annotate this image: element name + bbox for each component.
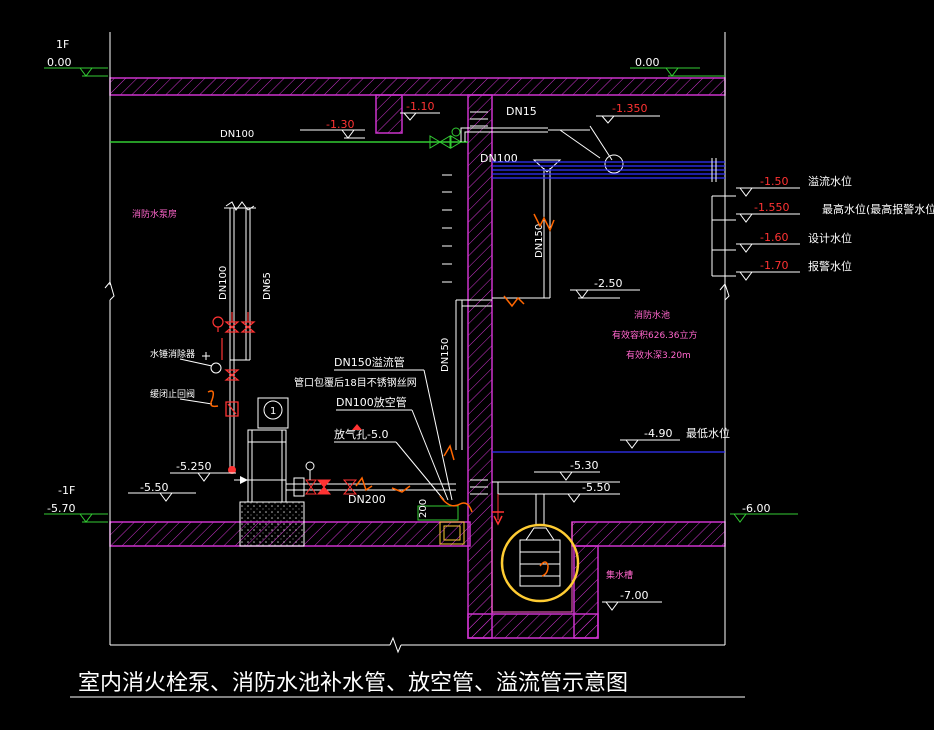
dn150-vertical-label: DN150 <box>534 224 545 258</box>
inlet-check-valve <box>450 135 462 149</box>
sump-bottom-slab <box>467 613 599 639</box>
elev-beam-bottom: -1.10 <box>406 100 434 113</box>
label-min-level: 最低水位 <box>686 426 730 440</box>
pump-outlet-joint <box>228 466 236 474</box>
sump-highlight-ring <box>500 523 580 603</box>
elev-alarm-level: -1.70 <box>760 259 788 272</box>
pump-number: 1 <box>270 406 276 417</box>
collection-sump: -5.30 -5.50 集水槽 -7.00 <box>491 459 662 613</box>
water-ripple-ticks <box>711 158 717 182</box>
overflow-drain-notes: DN150溢流管 管口包覆后18目不锈钢丝网 DN100放空管 放气孔-5.0 <box>294 355 453 501</box>
float-ball-icon <box>604 154 624 174</box>
water-hammer-label: 水锤消除器 <box>150 348 195 360</box>
check-valve-icon <box>225 401 239 417</box>
elev-tank-inlet-bottom: -2.50 <box>594 277 622 290</box>
water-hammer-icon <box>210 362 222 374</box>
submersible-pump-icon <box>519 527 561 587</box>
inlet-pipe-group: DN100 -1.30 -1.10 <box>110 100 468 149</box>
floor-1f-elev: 0.00 <box>47 56 72 69</box>
elev-sump-top: -5.30 <box>570 459 598 472</box>
frame-lines <box>70 32 745 698</box>
dn100-riser-label: DN100 <box>218 266 229 300</box>
mesh-note: 管口包覆后18目不锈钢丝网 <box>294 376 417 389</box>
elev-top-right: 0.00 <box>635 56 660 69</box>
elev-overflow-level: -1.50 <box>760 175 788 188</box>
sump-red-valve <box>492 511 504 526</box>
wall-anchor-ticks <box>442 174 452 283</box>
elev-design-level: -1.60 <box>760 231 788 244</box>
elev-float-valve: -1.350 <box>612 102 647 115</box>
tank-inlet-bottom-mark: -2.50 <box>570 277 640 299</box>
dn100-main-label: DN100 <box>220 129 254 140</box>
orange-pipe-marks <box>503 213 555 308</box>
elev-min-level: -4.90 <box>644 427 672 440</box>
pump-level-marks: -5.250 -5.50 <box>128 460 236 502</box>
floor-b1-label: -1F <box>58 484 75 497</box>
pressure-gauge-icon <box>212 316 224 328</box>
collection-sump-label: 集水槽 <box>606 569 633 581</box>
tank-volume: 有效容积626.36立方 <box>612 329 698 341</box>
float-valve-elev-mark: -1.350 <box>596 102 660 124</box>
dn200-label: DN200 <box>348 493 386 506</box>
elev-max-level: -1.550 <box>754 201 789 214</box>
check-valve-label: 缓闭止回阀 <box>150 388 195 400</box>
inlet-gate-valve <box>429 135 441 149</box>
label-alarm-level: 报警水位 <box>808 259 852 273</box>
wall-ties <box>470 111 488 495</box>
floor-1f-label: 1F <box>56 38 69 51</box>
elev-pump-base: -5.50 <box>140 481 168 494</box>
tank-pipes <box>455 125 624 450</box>
dn100-tank-inlet-label: DN100 <box>480 152 518 165</box>
elev-floor-right: -6.00 <box>742 502 770 515</box>
riser-valves <box>212 312 256 381</box>
vent-hole-note: 放气孔-5.0 <box>334 427 388 441</box>
label-max-level: 最高水位(最高报警水位) <box>822 202 934 216</box>
water-surface-lines <box>492 161 725 453</box>
dn150-left-label: DN150 <box>440 338 451 372</box>
gap-200-label: 200 <box>418 499 429 518</box>
pump-number-marker <box>263 400 283 420</box>
pump-risers <box>224 201 256 470</box>
pump-room-label: 消防水泵房 <box>132 208 177 220</box>
top-slab <box>109 77 726 96</box>
floor-b1-elev: -5.70 <box>47 502 75 515</box>
elev-pipe-inlet: -1.30 <box>326 118 354 131</box>
min-level-mark: -4.90 最低水位 <box>620 426 730 449</box>
elev-floor-inside-tank: -5.50 <box>582 481 610 494</box>
elev-sump-bottom: -7.00 <box>620 589 648 602</box>
pump-concrete-base <box>239 501 305 547</box>
overflow-pipe-note: DN150溢流管 <box>334 355 405 369</box>
slab-beam <box>375 94 403 134</box>
tank-depth: 有效水深3.20m <box>626 349 691 361</box>
dn15-label: DN15 <box>506 105 537 118</box>
water-hammer-arrestor-group: 水锤消除器 缓闭止回阀 <box>150 348 239 417</box>
fire-pump-unit: 1 <box>234 397 305 547</box>
elev-pump-inlet: -5.250 <box>176 460 211 473</box>
suction-pipe: DN200 <box>286 461 456 506</box>
dn65-riser-label: DN65 <box>262 272 273 300</box>
label-overflow-level: 溢流水位 <box>808 174 852 188</box>
drawing-title: 室内消火栓泵、消防水池补水管、放空管、溢流管示意图 <box>78 671 628 696</box>
water-level-callouts: -1.50 溢流水位 -1.550 最高水位(最高报警水位) -1.60 设计水… <box>711 174 934 281</box>
floor-level-marks: 1F 0.00 -1F -5.70 0.00 -6.00 <box>44 38 798 523</box>
drain-pipe-note: DN100放空管 <box>336 395 407 409</box>
suction-red-valve <box>316 479 332 495</box>
tank-floor-right <box>571 521 726 547</box>
overflow-outlet-pit: 200 <box>417 444 473 545</box>
label-design-level: 设计水位 <box>808 231 852 245</box>
tank-left-wall <box>467 94 493 639</box>
tank-name: 消防水池 <box>634 309 670 321</box>
